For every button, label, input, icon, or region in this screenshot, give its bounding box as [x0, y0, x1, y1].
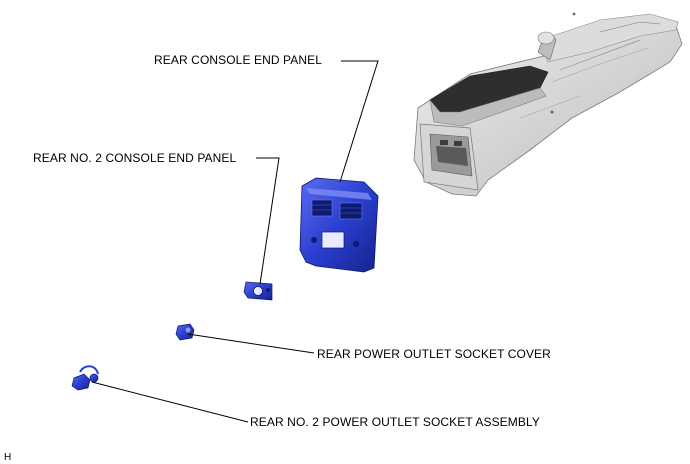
leader-lines: [91, 60, 379, 423]
leader-rear-power-outlet-socket-cover: [187, 333, 315, 354]
leader-rear-no2-power-outlet-socket-assembly: [91, 381, 249, 423]
label-rear-power-outlet-socket-cover: REAR POWER OUTLET SOCKET COVER: [317, 347, 551, 361]
label-rear-no2-power-outlet-socket-assembly: REAR NO. 2 POWER OUTLET SOCKET ASSEMBLY: [250, 415, 540, 429]
rear-no2-console-end-panel-part: [243, 281, 273, 301]
center-console-assembly: [413, 12, 683, 197]
rear-console-end-panel-part: [299, 177, 379, 273]
figure-code: H: [4, 452, 12, 463]
leader-rear-console-end-panel: [339, 60, 379, 183]
label-rear-console-end-panel: REAR CONSOLE END PANEL: [154, 53, 323, 67]
leader-rear-no2-console-end-panel: [256, 157, 280, 285]
rear-power-outlet-socket-cover-part: [175, 323, 195, 341]
rear-no2-power-outlet-socket-assembly-part: [71, 365, 99, 391]
label-rear-no2-console-end-panel: REAR NO. 2 CONSOLE END PANEL: [33, 151, 237, 165]
